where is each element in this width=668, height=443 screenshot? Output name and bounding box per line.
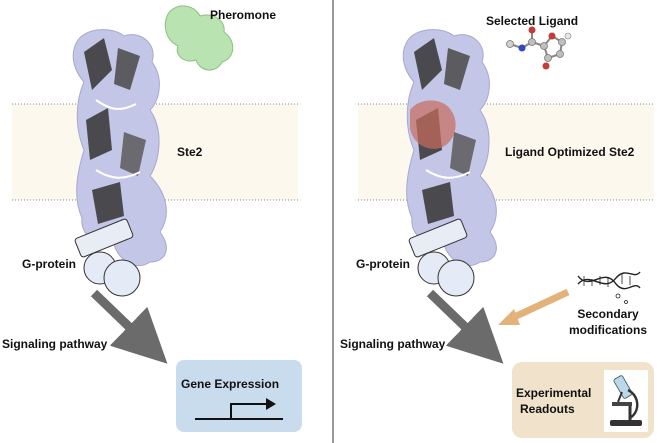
right-pathway-arrow [426, 289, 504, 364]
pheromone-molecule [164, 5, 234, 71]
right-pathway-label: Signaling pathway [340, 337, 446, 351]
gene-expression-box [176, 360, 302, 432]
right-gprotein-label: G-protein [356, 257, 410, 271]
optimized-ste2-receptor [402, 29, 497, 267]
right-gprotein [408, 218, 475, 297]
modifications-label-line1: Secondary [577, 307, 639, 321]
ste2-receptor [72, 29, 167, 267]
promoter-arrow-icon [195, 398, 283, 420]
optimized-ste2-label: Ligand Optimized Ste2 [505, 145, 635, 159]
readouts-label-line1: Experimental [516, 386, 591, 400]
ste2-label: Ste2 [177, 145, 203, 159]
left-gprotein-cylinder [74, 218, 134, 258]
left-pathway-arrow [90, 289, 168, 364]
selected-ligand-molecule [506, 26, 572, 70]
gene-expression-label: Gene Expression [181, 377, 279, 391]
ligand-pocket [410, 100, 456, 149]
readouts-label-line2: Readouts [520, 402, 575, 416]
right-panel: Selected Ligand Ligand Optimized Ste2 G-… [340, 14, 654, 438]
left-gprotein-subunit-b [103, 259, 141, 297]
selected-ligand-label: Selected Ligand [486, 14, 578, 28]
left-gprotein [74, 218, 141, 297]
dna-icon [577, 271, 641, 304]
left-panel: Pheromone Ste2 G-protein Signaling pathw… [2, 5, 302, 432]
right-gprotein-cylinder [408, 218, 468, 258]
microscope-icon [604, 370, 648, 432]
left-pathway-label: Signaling pathway [2, 337, 108, 351]
pheromone-label: Pheromone [210, 8, 276, 22]
left-gprotein-label: G-protein [22, 257, 76, 271]
modification-arrow [498, 288, 570, 325]
right-gprotein-subunit-b [437, 259, 475, 297]
modifications-label-line2: modifications [569, 323, 647, 337]
